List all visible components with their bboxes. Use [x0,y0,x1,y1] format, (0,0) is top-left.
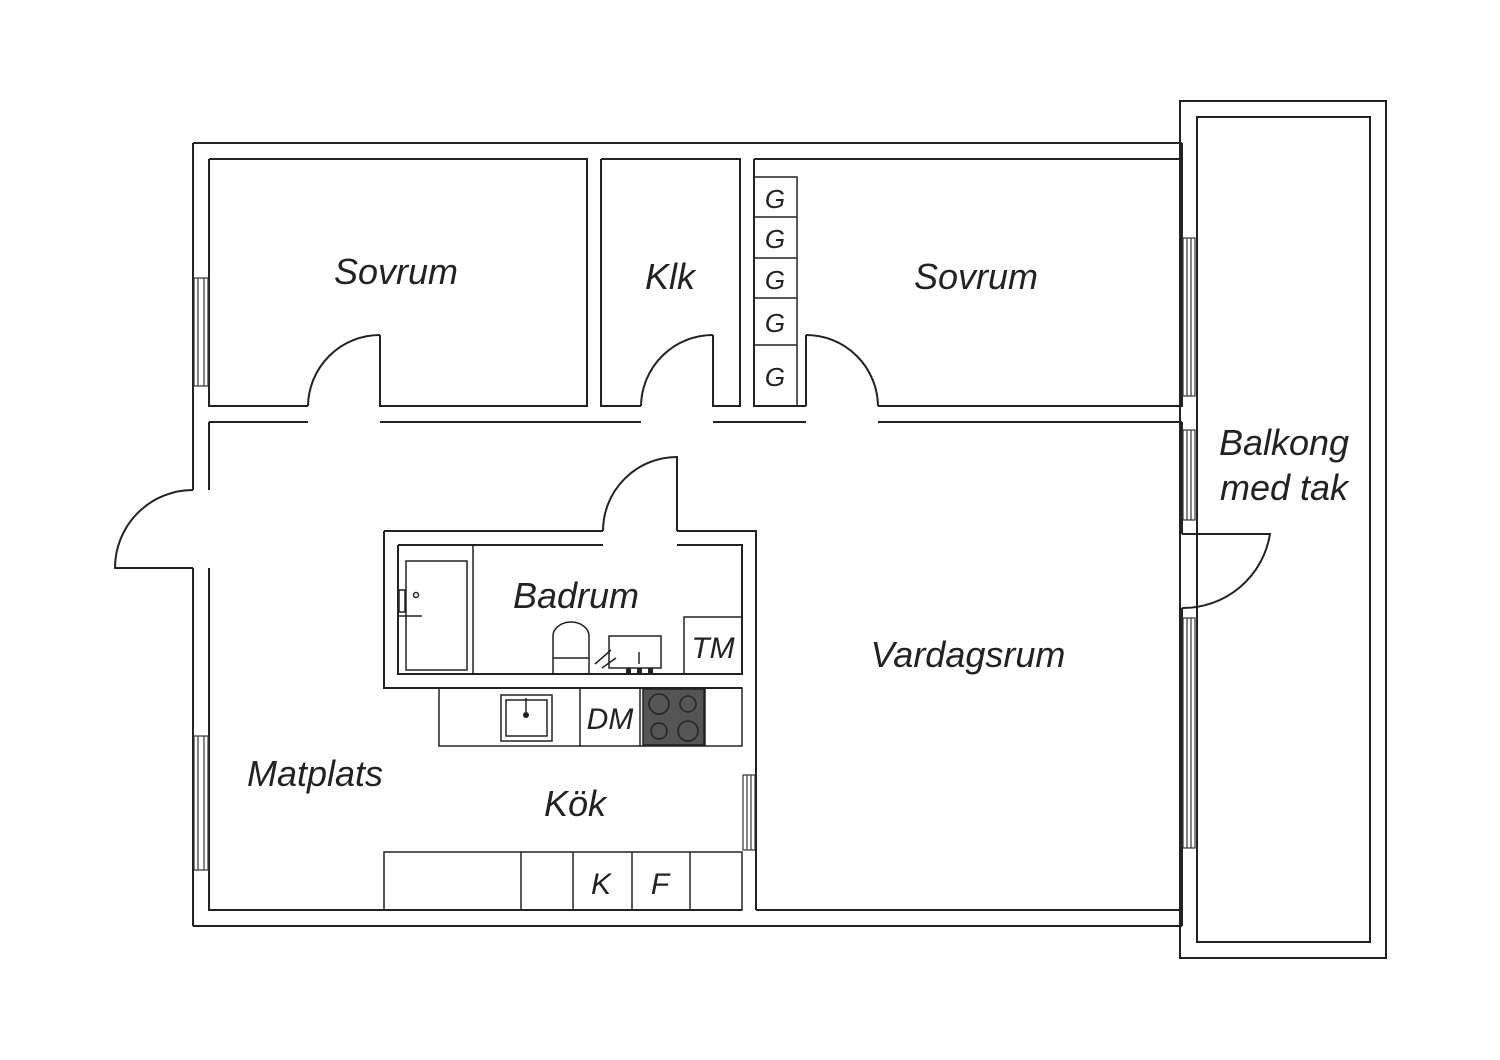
dishwasher-label: DM [587,703,634,736]
entrance-door [113,489,194,569]
wardrobe-label-1: G [765,184,785,214]
bedroom-left-door [307,334,381,407]
room-label-balcony-2: med tak [1220,467,1350,508]
room-label-kitchen: Kök [544,783,608,824]
freezer-label: F [651,868,671,901]
room-label-living-room: Vardagsrum [871,634,1066,675]
kitchen-sink-icon [500,694,553,742]
bedroom-right-door [805,334,879,407]
wardrobe [753,176,798,407]
room-label-dining: Matplats [247,753,383,794]
room-label-bedroom-left: Sovrum [334,251,458,292]
wardrobe-label-4: G [765,308,785,338]
wardrobe-label-3: G [765,265,785,295]
fridge-label: K [591,868,613,901]
wardrobe-label-5: G [765,362,785,392]
washing-machine-box [683,616,743,675]
toilet-icon [552,621,590,674]
bathroom-sink-icon [608,635,662,669]
room-label-closet: Klk [645,256,697,297]
room-label-bathroom: Badrum [513,575,639,616]
room-label-balcony-1: Balkong [1219,422,1349,463]
room-label-bedroom-right: Sovrum [914,256,1038,297]
kitchen [383,687,743,911]
balcony-door [1181,533,1272,610]
washing-machine-label: TM [691,632,734,665]
balcony [1179,100,1387,959]
labels: Sovrum Klk Sovrum Balkong med tak Badrum… [247,184,1350,901]
closet-door [640,334,714,407]
wardrobe-label-2: G [765,224,785,254]
bathroom-door [602,455,678,532]
doors [113,334,1272,610]
windows [193,237,1196,871]
bathroom-block [383,530,757,910]
